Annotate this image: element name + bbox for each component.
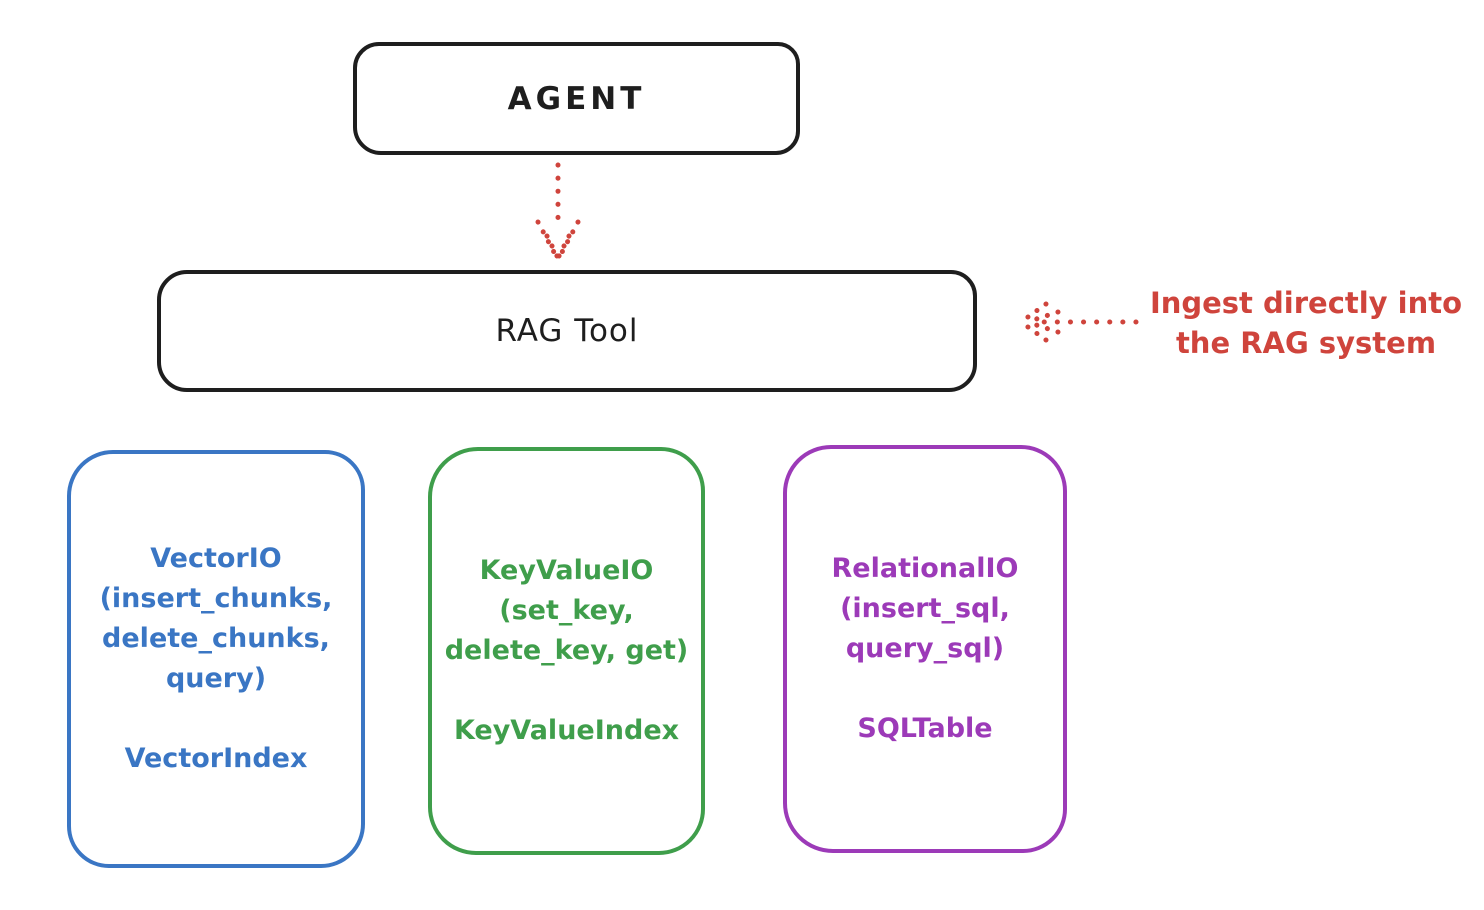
vector-io-line: query) xyxy=(165,663,267,694)
ingest-annotation-text: Ingest directly into the RAG system xyxy=(1128,283,1484,363)
vector-io-node: VectorIO (insert_chunks, delete_chunks, … xyxy=(67,450,365,868)
annotation-to-rag-arrow xyxy=(1018,301,1139,343)
agent-node: AGENT xyxy=(353,42,800,155)
relational-io-line: (insert_sql, xyxy=(840,593,1010,624)
keyvalue-io-line: (set_key, xyxy=(499,595,634,626)
agent-to-rag-arrow xyxy=(535,162,581,259)
rag-tool-label: RAG Tool xyxy=(495,313,639,349)
relational-io-line: RelationalIO xyxy=(831,553,1019,584)
vector-index-label: VectorIndex xyxy=(124,743,308,774)
keyvalue-io-node: KeyValueIO (set_key, delete_key, get) Ke… xyxy=(428,447,705,855)
relational-io-line: query_sql) xyxy=(845,633,1005,664)
relational-io-title: RelationalIO (insert_sql, query_sql) xyxy=(832,549,1019,669)
relational-io-node: RelationalIO (insert_sql, query_sql) SQL… xyxy=(783,445,1067,853)
vector-io-line: delete_chunks, xyxy=(102,623,330,654)
keyvalue-index-label: KeyValueIndex xyxy=(453,715,680,746)
vector-io-title: VectorIO (insert_chunks, delete_chunks, … xyxy=(100,539,333,699)
keyvalue-io-line: KeyValueIO xyxy=(479,555,654,586)
sql-table-label: SQLTable xyxy=(857,713,993,744)
keyvalue-io-title: KeyValueIO (set_key, delete_key, get) xyxy=(445,551,689,671)
annotation-line: Ingest directly into xyxy=(1149,286,1463,320)
vector-io-line: (insert_chunks, xyxy=(99,583,333,614)
vector-io-line: VectorIO xyxy=(150,543,282,574)
agent-label: AGENT xyxy=(507,80,646,117)
rag-tool-node: RAG Tool xyxy=(157,270,977,392)
keyvalue-io-line: delete_key, get) xyxy=(444,635,689,666)
annotation-line: the RAG system xyxy=(1175,326,1437,360)
